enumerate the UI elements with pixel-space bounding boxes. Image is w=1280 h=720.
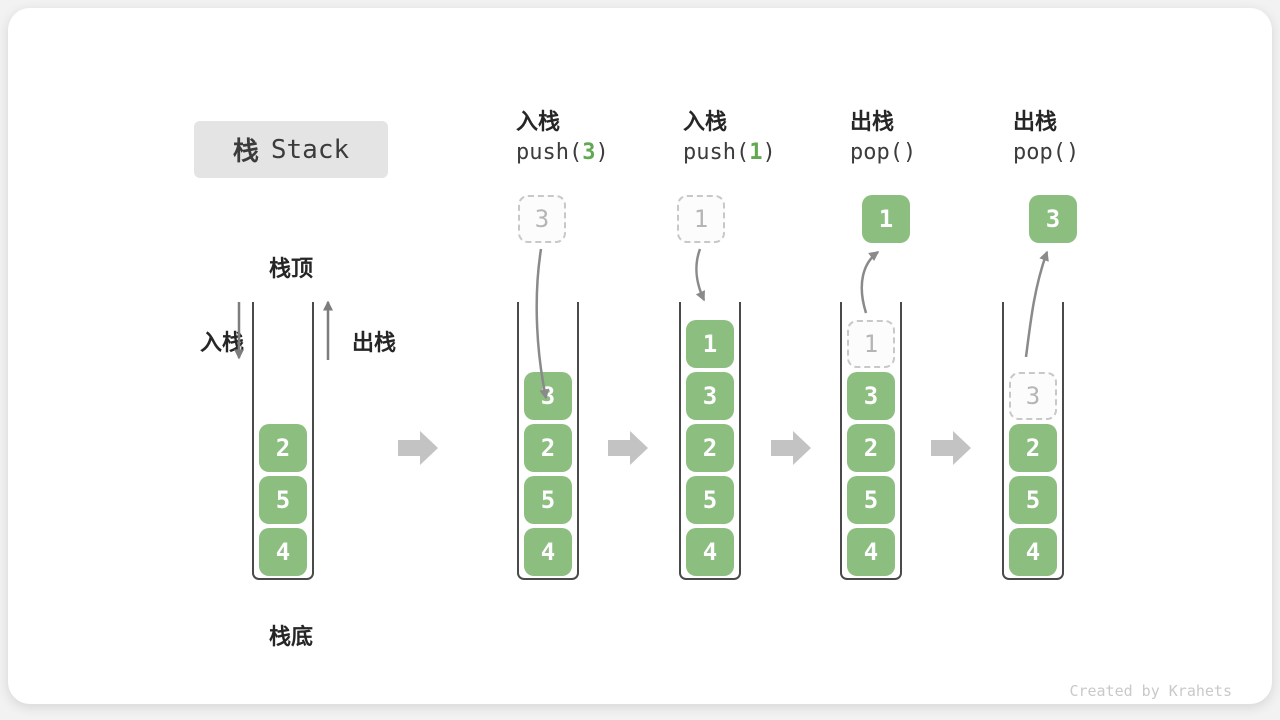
stack-box: 2 xyxy=(847,424,895,472)
floating-box: 1 xyxy=(862,195,910,243)
stack-box: 5 xyxy=(1009,476,1057,524)
step-op-code: push(3) xyxy=(516,140,609,165)
stack-box: 3 xyxy=(847,372,895,420)
stack-box: 5 xyxy=(524,476,572,524)
stack-box: 5 xyxy=(259,476,307,524)
title-zh: 栈 xyxy=(232,136,259,166)
step-op-code: pop() xyxy=(850,140,917,165)
step-op-label: 入栈 xyxy=(683,109,728,134)
title-en: Stack xyxy=(270,134,350,165)
stack-box: 5 xyxy=(686,476,734,524)
stack-box: 2 xyxy=(1009,424,1057,472)
stack-box: 4 xyxy=(259,528,307,576)
step-op-label: 出栈 xyxy=(1013,109,1058,134)
stack-top-label: 栈顶 xyxy=(268,256,313,281)
push-side-label: 入栈 xyxy=(199,330,244,355)
stack-box: 5 xyxy=(847,476,895,524)
floating-box: 3 xyxy=(518,195,566,243)
stack-box: 3 xyxy=(686,372,734,420)
floating-box: 3 xyxy=(1029,195,1077,243)
step-op-code: pop() xyxy=(1013,140,1080,165)
step-op-label: 出栈 xyxy=(850,109,895,134)
stack-box-dashed: 1 xyxy=(847,320,895,368)
title-badge: 栈 Stack xyxy=(194,121,388,178)
stack-bottom-label: 栈底 xyxy=(268,624,313,649)
pop-side-label: 出栈 xyxy=(352,330,397,355)
code-argument: 1 xyxy=(749,140,763,165)
code-argument: 3 xyxy=(582,140,596,165)
credit-text: Created by Krahets xyxy=(1069,682,1232,700)
stack-box: 4 xyxy=(847,528,895,576)
stack-box: 2 xyxy=(524,424,572,472)
floating-box: 1 xyxy=(677,195,725,243)
stack-box: 2 xyxy=(259,424,307,472)
step-op-label: 入栈 xyxy=(516,109,561,134)
step-op-code: push(1) xyxy=(683,140,776,165)
diagram-card: 栈 Stack 栈顶 栈底 入栈 出栈 Created by Krahets xyxy=(8,8,1272,704)
stack-box: 4 xyxy=(1009,528,1057,576)
stack-box: 2 xyxy=(686,424,734,472)
stack-box: 4 xyxy=(686,528,734,576)
stack-box: 1 xyxy=(686,320,734,368)
stack-box: 3 xyxy=(524,372,572,420)
stack-box-dashed: 3 xyxy=(1009,372,1057,420)
stack-box: 4 xyxy=(524,528,572,576)
